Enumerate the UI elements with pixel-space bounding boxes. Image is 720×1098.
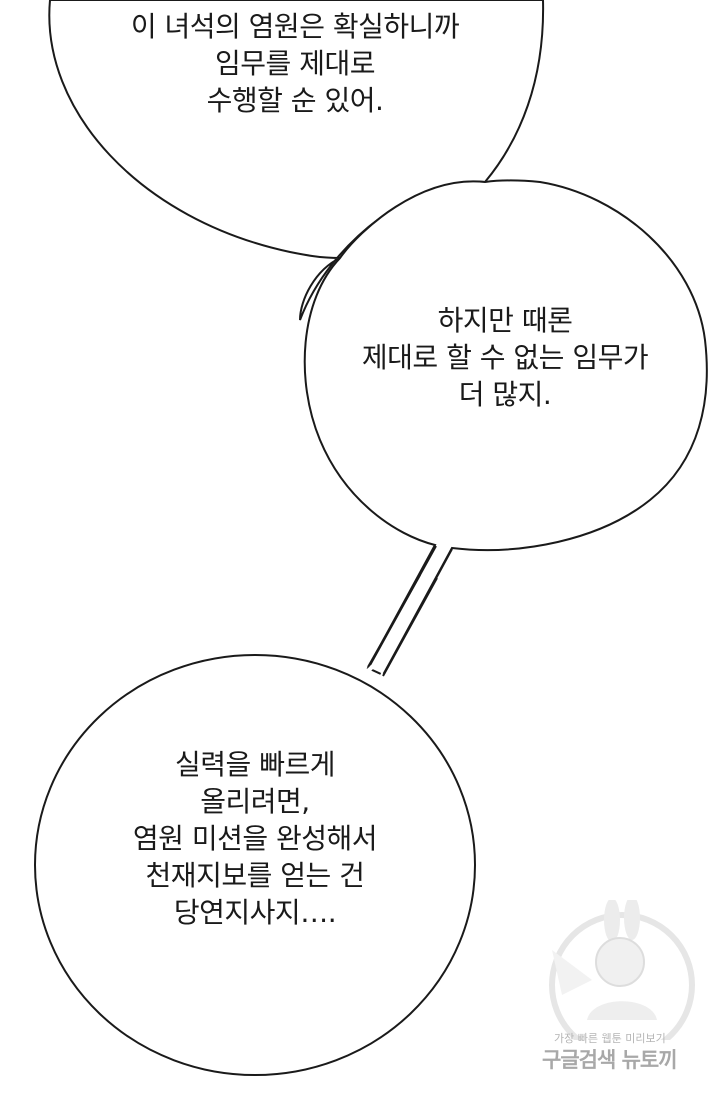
watermark-big-text: 구글검색 뉴토끼 xyxy=(542,1048,678,1072)
bubble-1-line-3: 수행할 순 있어. xyxy=(206,84,384,117)
bubble-3-line-5: 당연지사지…. xyxy=(173,896,337,929)
bubble-3-line-2: 올리려면, xyxy=(200,785,310,818)
bubble-1-line-2: 임무를 제대로 xyxy=(215,47,375,80)
watermark-small-text: 가장 빠른 웹툰 미리보기 xyxy=(554,1032,666,1045)
watermark-mascot-icon xyxy=(549,896,695,1058)
bubble-3-line-1: 실력을 빠르게 xyxy=(175,748,335,781)
speech-bubble-1 xyxy=(48,0,545,321)
bubble-1-line-1: 이 녀석의 염원은 확실하니까 xyxy=(130,10,460,43)
bubble-1-text: 이 녀석의 염원은 확실하니까 임무를 제대로 수행할 순 있어. xyxy=(60,8,530,119)
bubble-3-line-4: 천재지보를 얻는 건 xyxy=(145,859,365,892)
speech-bubble-3 xyxy=(34,654,476,1076)
watermark: 가장 빠른 웹툰 미리보기 구글검색 뉴토끼 xyxy=(532,896,712,1080)
bubble-3-tail-lines xyxy=(367,574,438,677)
bubble-3-line-3: 염원 미션을 완성해서 xyxy=(132,822,378,855)
bubble-3-text: 실력을 빠르게 올리려면, 염원 미션을 완성해서 천재지보를 얻는 건 당연지… xyxy=(60,746,450,931)
speech-bubble-2 xyxy=(303,179,708,677)
bubble-2-line-1: 하지만 때론 xyxy=(437,304,573,337)
bubble-2-line-2: 제대로 할 수 없는 임무가 xyxy=(361,341,649,374)
bubble-2-line-3: 더 많지. xyxy=(458,378,552,411)
bubble-2-text: 하지만 때론 제대로 할 수 없는 임무가 더 많지. xyxy=(320,302,690,413)
